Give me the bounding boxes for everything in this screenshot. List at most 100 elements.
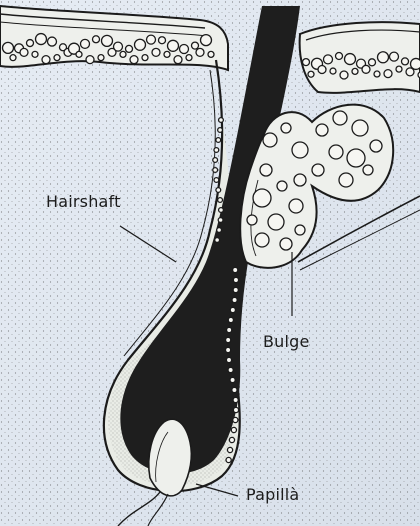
cell [247, 215, 257, 225]
cell [227, 327, 232, 332]
label-papilla: Papillà [246, 485, 299, 504]
cell [48, 37, 57, 46]
cell [324, 55, 333, 64]
cell [164, 51, 170, 57]
cell [219, 118, 224, 123]
cell [260, 164, 272, 176]
cell [142, 55, 148, 61]
cell [396, 66, 402, 72]
cell [180, 44, 189, 53]
cell [268, 214, 284, 230]
cell [147, 35, 156, 44]
cell [226, 337, 231, 342]
cell [280, 238, 292, 250]
cell [233, 407, 238, 412]
cell [292, 142, 308, 158]
cell [402, 58, 409, 65]
cell [294, 174, 306, 186]
cell [86, 56, 94, 64]
cell [374, 71, 380, 77]
cell [159, 37, 166, 44]
cell [228, 367, 233, 372]
cell [130, 56, 138, 64]
cell [329, 145, 343, 159]
cell [168, 40, 179, 51]
cell [225, 347, 230, 352]
cell [174, 56, 182, 64]
cell [10, 55, 16, 61]
cell [216, 138, 221, 143]
cell [352, 120, 368, 136]
cell [230, 377, 235, 382]
cell [316, 124, 328, 136]
cell [303, 59, 310, 66]
cell [213, 168, 218, 173]
cell [81, 39, 90, 48]
cell [233, 277, 238, 282]
cell [308, 71, 314, 77]
cell [36, 34, 47, 45]
cell [230, 307, 235, 312]
cell [347, 149, 365, 167]
cell [411, 58, 420, 69]
cell [215, 238, 220, 243]
cell [218, 198, 223, 203]
cell [192, 42, 199, 49]
cell [93, 36, 100, 43]
cell [336, 53, 343, 60]
cell [253, 189, 271, 207]
cell [20, 48, 28, 56]
cell [281, 123, 291, 133]
cell [233, 417, 238, 422]
cell [352, 68, 358, 74]
cell [232, 387, 237, 392]
cell [233, 267, 238, 272]
cell [218, 128, 223, 133]
cell [3, 42, 14, 53]
cell [54, 55, 60, 61]
cell [390, 52, 399, 61]
cell [213, 158, 218, 163]
cell [27, 40, 34, 47]
cell [340, 71, 348, 79]
cell [384, 70, 392, 78]
cell [152, 48, 160, 56]
cell [196, 48, 204, 56]
cell [98, 55, 104, 61]
cell [228, 317, 233, 322]
cell [42, 56, 50, 64]
cell [369, 59, 376, 66]
cell [318, 65, 326, 73]
cell [76, 51, 82, 57]
cell [232, 297, 237, 302]
cell [208, 51, 214, 57]
cell [217, 228, 222, 233]
cell [201, 35, 212, 46]
cell [214, 148, 219, 153]
cell [120, 51, 126, 57]
cell [227, 447, 232, 452]
cell [378, 52, 389, 63]
epidermis-right [300, 22, 420, 93]
cell [233, 397, 238, 402]
cell [263, 133, 277, 147]
cell [186, 55, 192, 61]
cell [345, 54, 356, 65]
cell [231, 427, 236, 432]
cell [370, 140, 382, 152]
cell [255, 233, 269, 247]
cell [233, 287, 238, 292]
cell [362, 65, 370, 73]
cell [126, 45, 133, 52]
cell [32, 51, 38, 57]
label-hairshaft: Hairshaft [46, 192, 121, 211]
cell [330, 68, 336, 74]
cell [135, 39, 146, 50]
cell [226, 457, 231, 462]
cell [295, 225, 305, 235]
cell [339, 173, 353, 187]
cell [216, 188, 221, 193]
cell [363, 165, 373, 175]
